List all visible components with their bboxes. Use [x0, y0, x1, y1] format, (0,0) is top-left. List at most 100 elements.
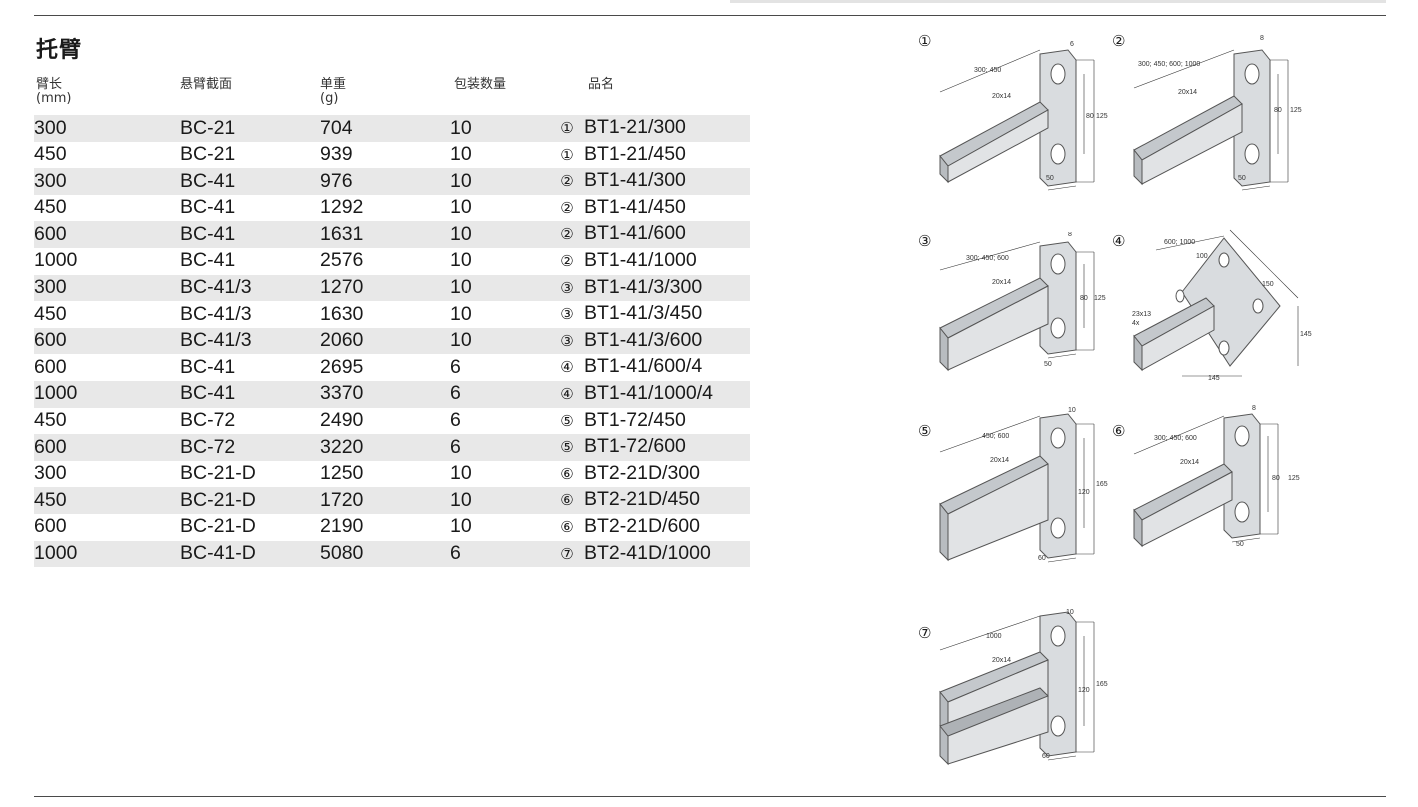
col-header-section: 悬臂截面	[180, 78, 232, 92]
cell-length: 1000	[34, 249, 78, 272]
product-code: BT1-41/3/600	[584, 328, 703, 351]
cell-qty: 10	[450, 168, 554, 195]
bracket-diagram-2: 300; 450; 600; 1000 20x14 8 80 125 50	[1133, 35, 1302, 191]
dim-thickness: 10	[1066, 609, 1074, 616]
dim-slot: 20x14	[992, 279, 1011, 286]
cell-section: BC-72	[180, 434, 320, 461]
cell-section: BC-21-D	[180, 487, 320, 514]
cell-qty: 6	[450, 540, 554, 568]
bottom-rule	[34, 796, 1386, 797]
cell-length: 450	[34, 487, 180, 514]
dim-height: 165	[1096, 481, 1108, 488]
cell-section: BC-41	[180, 168, 320, 195]
dim-length: 1000	[986, 633, 1002, 640]
cell-weight: 2190	[320, 515, 364, 538]
cell-length: 1000	[34, 380, 180, 408]
dim-thickness: 8	[1252, 405, 1256, 412]
dim-width: 50	[1236, 541, 1244, 548]
cell-section: BC-41	[180, 355, 236, 378]
drawing-4: ④ 600; 1000 100 150 23x13 4x 145 145	[1112, 214, 1312, 384]
bracket-diagram-7: 1000 20x14 10 120 165 60	[939, 609, 1108, 766]
cell-length: 300	[34, 168, 180, 195]
cell-qty: 10	[450, 302, 472, 325]
dim-length: 300; 450; 600	[966, 255, 1009, 262]
drawing-ref-mark: ⑥	[560, 465, 574, 483]
col-header-qty: 包装数量	[454, 78, 506, 92]
cell-qty: 6	[450, 409, 461, 432]
cell-length: 300	[34, 115, 180, 142]
cell-weight: 3370	[320, 380, 450, 408]
cell-length: 600	[34, 355, 67, 378]
cell-weight: 1720	[320, 487, 450, 514]
cell-qty: 10	[450, 196, 472, 219]
drawing-ref-mark: ④	[560, 359, 574, 377]
cell-qty: 10	[450, 327, 554, 355]
drawing-ref-mark: ②	[560, 199, 574, 217]
drawing-ref-mark: ⑤	[560, 439, 574, 457]
cell-section: BC-41/3	[180, 302, 252, 325]
col-header-weight: 单重 (g)	[320, 78, 346, 106]
drawing-ref-mark: ⑥	[560, 492, 574, 510]
product-code: BT1-41/1000	[584, 248, 697, 271]
bracket-diagram-1: 300; 450 20x14 6 80 125 50	[939, 41, 1108, 191]
cell-weight: 704	[320, 115, 450, 142]
cell-qty: 10	[450, 462, 472, 485]
cell-weight: 1630	[320, 302, 364, 325]
drawing-ref-mark: ⑥	[560, 518, 574, 536]
drawing-number: ③	[918, 232, 932, 250]
cell-weight: 1292	[320, 196, 364, 219]
col-label: 包装数量	[454, 77, 507, 92]
dim-hole-count: 4x	[1132, 320, 1140, 327]
top-rule	[34, 15, 1386, 16]
dim-hole-spacing: 80	[1086, 113, 1094, 120]
cell-section: BC-21	[180, 115, 320, 142]
dim-diagonal: 150	[1262, 281, 1274, 288]
dim-hole-spacing: 80	[1080, 295, 1088, 302]
table-header: 臂长 (mm) 悬臂截面 单重 (g) 包装数量 品名	[0, 78, 760, 112]
dim-thickness: 8	[1068, 232, 1072, 238]
dim-thickness: 10	[1068, 407, 1076, 414]
cell-length: 300	[34, 462, 67, 485]
drawing-ref-mark: ④	[560, 385, 574, 403]
col-unit: (mm)	[36, 91, 72, 106]
dim-slot: 23x13	[1132, 311, 1151, 318]
cell-weight: 1270	[320, 274, 450, 302]
product-code: BT1-41/300	[584, 169, 686, 192]
cell-weight: 939	[320, 143, 353, 166]
cell-qty: 10	[450, 274, 554, 302]
dim-width: 145	[1208, 375, 1220, 382]
cell-section: BC-21-D	[180, 462, 256, 485]
cell-qty: 10	[450, 487, 554, 514]
cell-length: 600	[34, 515, 67, 538]
drawing-ref-mark: ②	[560, 226, 574, 244]
cell-section: BC-41-D	[180, 540, 320, 568]
bracket-diagram-5: 450; 600 20x14 10 120 165 60	[939, 407, 1108, 563]
col-label: 品名	[588, 77, 615, 92]
drawing-2: ② 300; 450; 600; 1000 20x14 8 80 125 50	[1112, 32, 1312, 192]
product-code: BT2-41D/1000	[584, 541, 711, 564]
col-label: 悬臂截面	[180, 77, 233, 92]
cell-section: BC-41	[180, 221, 320, 248]
cell-length: 450	[34, 409, 67, 432]
cell-section: BC-72	[180, 409, 236, 432]
drawing-ref-mark: ②	[560, 173, 574, 191]
drawing-5: ⑤ 450; 600 20x14 10 120 165 60	[918, 404, 1108, 569]
